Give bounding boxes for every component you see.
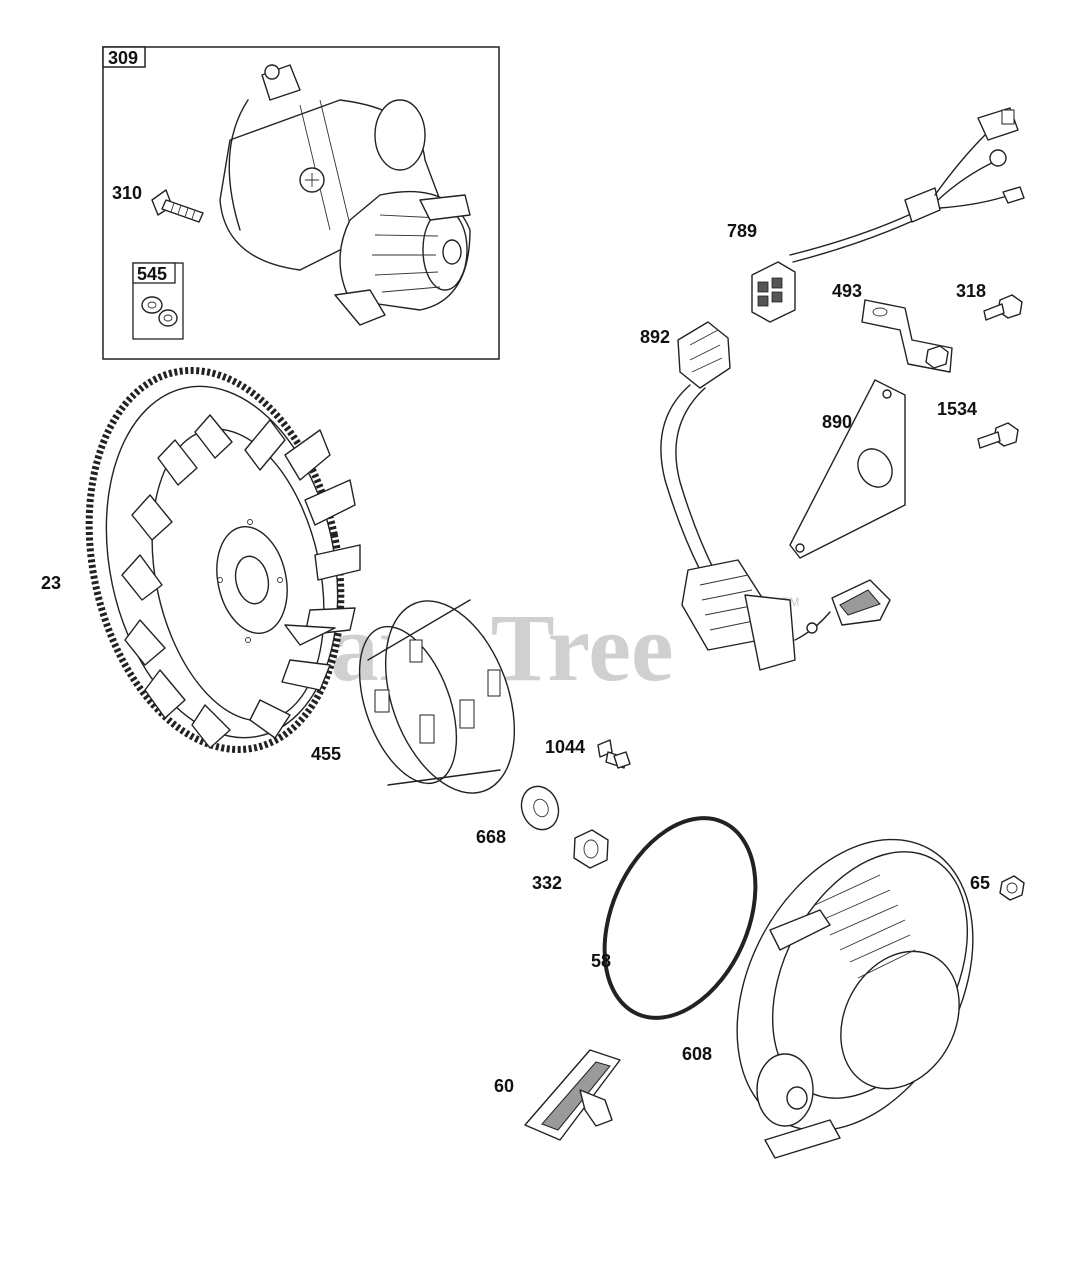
screw-1044-drawing [597,739,631,769]
starter-handle-60-drawing [524,1049,621,1141]
part-label-890[interactable]: 890 [822,412,852,432]
part-label-1534[interactable]: 1534 [937,399,977,419]
starter-cup-455-drawing [358,599,516,794]
key-switch-harness-892-drawing [660,321,891,671]
washers-545-drawing [141,296,178,327]
part-label-65[interactable]: 65 [970,873,990,893]
rewind-starter-608-drawing [736,838,974,1159]
wire-harness-789-drawing [751,107,1025,323]
starter-motor-drawing [219,64,471,326]
part-label-318[interactable]: 318 [956,281,986,301]
switch-bracket-890-drawing [789,379,906,559]
part-labels: 309 310 545 789 493 318 892 890 1534 23 … [41,48,990,1096]
starter-group-frame [102,46,500,360]
screw-1534-drawing [977,422,1019,449]
part-label-493[interactable]: 493 [832,281,862,301]
part-label-58[interactable]: 58 [591,951,611,971]
part-label-23[interactable]: 23 [41,573,61,593]
rope-58-drawing [602,816,758,1020]
part-label-455[interactable]: 455 [311,744,341,764]
part-label-545[interactable]: 545 [137,264,167,284]
part-label-892[interactable]: 892 [640,327,670,347]
nut-332-drawing [573,829,609,869]
part-label-60[interactable]: 60 [494,1076,514,1096]
part-label-332[interactable]: 332 [532,873,562,893]
bolt-310-drawing [151,189,204,223]
part-label-309[interactable]: 309 [108,48,138,68]
screw-65-drawing [999,875,1025,901]
part-label-668[interactable]: 668 [476,827,506,847]
washer-668-drawing [520,785,560,831]
bracket-493-drawing [861,299,953,373]
flywheel-23-drawing [85,366,361,754]
part-label-608[interactable]: 608 [682,1044,712,1064]
part-label-1044[interactable]: 1044 [545,737,585,757]
part-label-310[interactable]: 310 [112,183,142,203]
screw-318-drawing [983,294,1023,321]
part-label-789[interactable]: 789 [727,221,757,241]
